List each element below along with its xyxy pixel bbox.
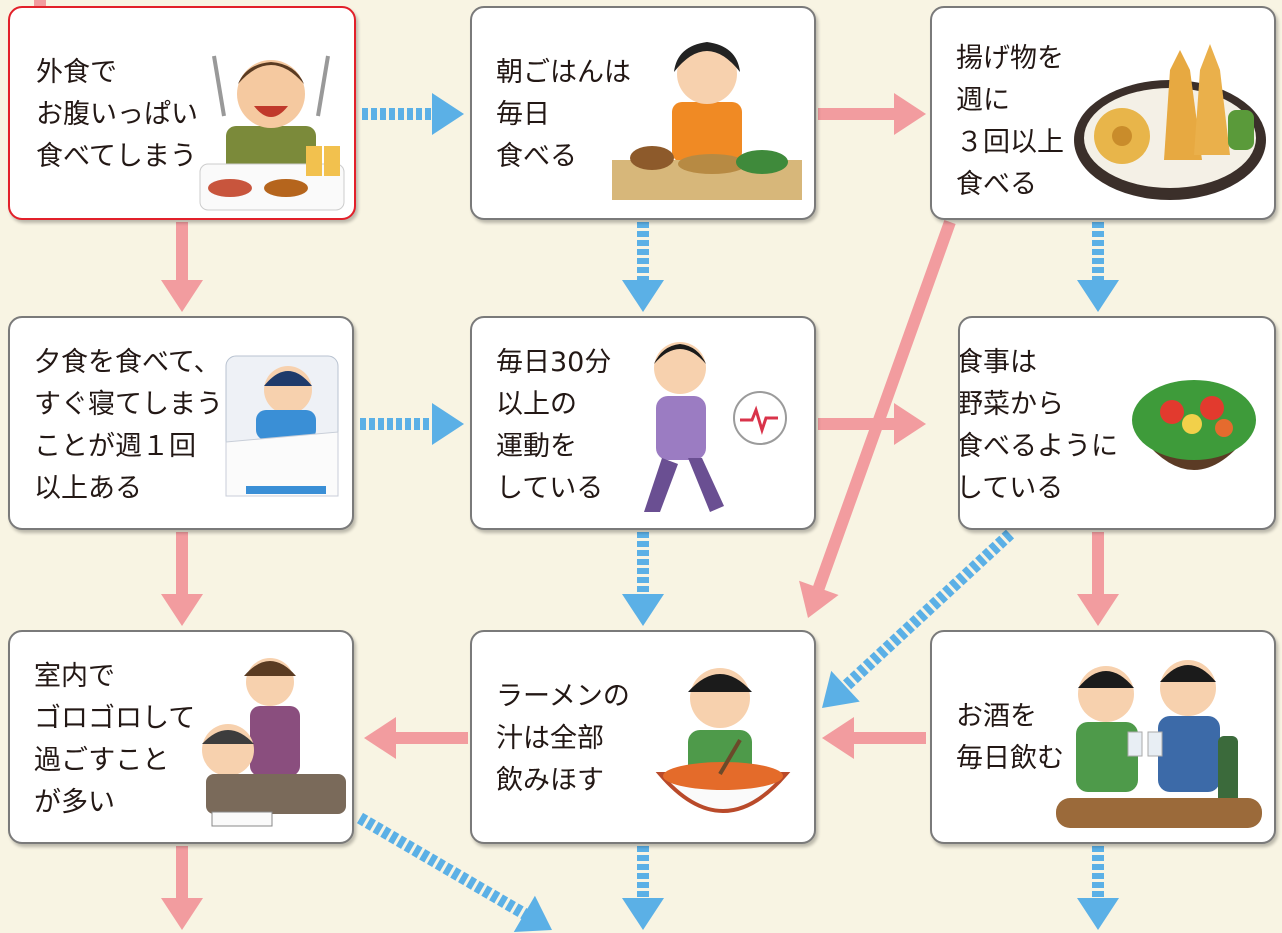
arrow-ramen-to-indoor [364, 717, 468, 759]
drinking-men-icon [1048, 648, 1266, 838]
node-sleep: 夕食を食べて、 すぐ寝てしまう ことが週１回 以上ある [8, 316, 354, 530]
node-label: 外食で お腹いっぱい 食べてしまう [36, 57, 198, 172]
node-eat-out: 外食で お腹いっぱい 食べてしまう [8, 6, 356, 220]
node-label: ラーメンの 汁は全部 飲みほす [496, 681, 630, 796]
arrow-fried-to-veg [1077, 222, 1119, 312]
breakfast-girl-icon [612, 22, 802, 208]
node-ramen: ラーメンの 汁は全部 飲みほす [470, 630, 816, 844]
arrow-veg-to-ramen [822, 529, 1015, 708]
tempura-plate-icon [1070, 30, 1270, 210]
node-label: お酒を 毎日飲む [956, 701, 1064, 774]
node-label: 毎日30分 以上の 運動を している [496, 347, 612, 504]
node-label: 室内で ゴロゴロして 過ごすこと が多い [34, 661, 196, 818]
arrow-eat-out-to-breakfast [362, 93, 464, 135]
node-breakfast: 朝ごはんは 毎日 食べる [470, 6, 816, 220]
arrow-exercise-to-ramen [622, 532, 664, 626]
arrow-fried-to-ramen [799, 219, 956, 618]
arrow-ramen-exit-no [622, 846, 664, 930]
node-indoor: 室内で ゴロゴロして 過ごすこと が多い [8, 630, 354, 844]
arrow-eat-out-to-sleep [161, 222, 203, 312]
arrow-sleep-to-exercise [360, 403, 464, 445]
node-veg: 食事は 野菜から 食べるように している [958, 316, 1276, 530]
node-label: 揚げ物を 週に ３回以上 食べる [956, 43, 1064, 200]
node-label: 食事は 野菜から 食べるように している [958, 347, 1118, 504]
salad-bowl-icon [1124, 360, 1264, 500]
arrow-indoor-exit-no [356, 812, 552, 933]
arrow-sleep-to-indoor [161, 532, 203, 626]
ramen-boy-icon [648, 648, 798, 836]
lounging-man-icon [186, 646, 346, 836]
arrow-exercise-to-veg [818, 403, 926, 445]
node-label: 夕食を食べて、 すぐ寝てしまう ことが週１回 以上ある [34, 347, 223, 504]
node-fried: 揚げ物を 週に ３回以上 食べる [930, 6, 1276, 220]
overeating-man-icon [196, 36, 348, 212]
sleeping-boy-icon [216, 346, 348, 506]
node-alcohol: お酒を 毎日飲む [930, 630, 1276, 844]
arrow-alcohol-exit-no [1077, 846, 1119, 930]
arrow-breakfast-to-exercise [622, 222, 664, 312]
walking-woman-icon [628, 330, 798, 520]
node-label: 朝ごはんは 毎日 食べる [496, 57, 631, 172]
node-exercise: 毎日30分 以上の 運動を している [470, 316, 816, 530]
arrow-alcohol-to-ramen [822, 717, 926, 759]
arrow-veg-to-alcohol [1077, 532, 1119, 626]
arrow-breakfast-to-fried [818, 93, 926, 135]
arrow-indoor-exit-yes [161, 846, 203, 930]
